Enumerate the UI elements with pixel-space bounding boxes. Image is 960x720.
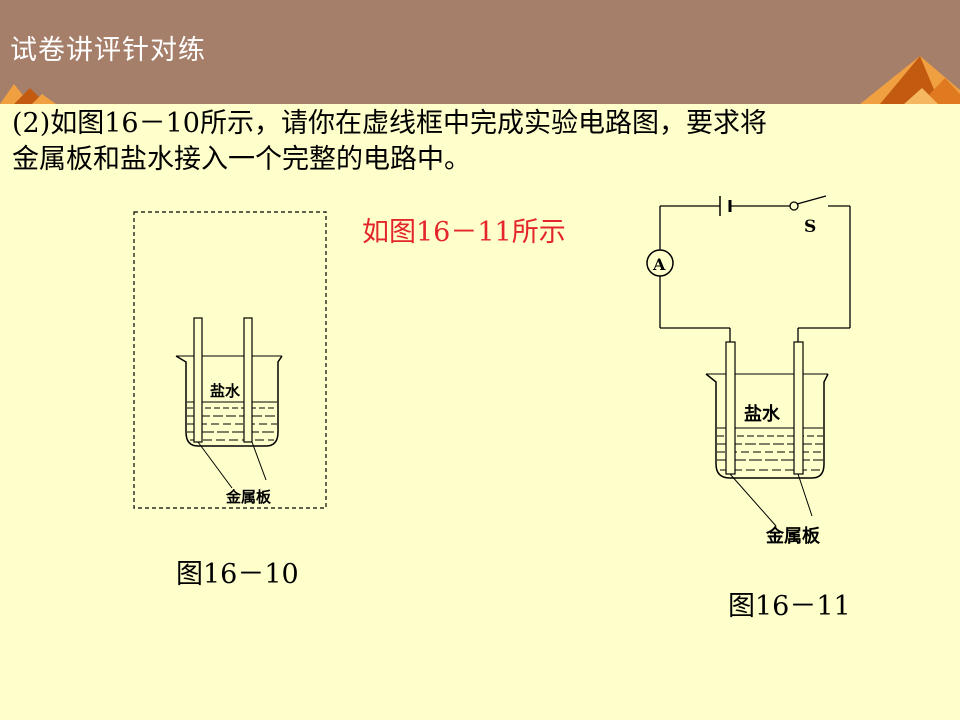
- leader-line-right-2: [797, 473, 813, 517]
- metal-plate-label-left: 金属板: [225, 488, 272, 506]
- decor-triangle-left-3: [32, 94, 56, 104]
- slide-title: 试卷讲评针对练: [10, 35, 206, 66]
- salt-water-label-left: 盐水: [210, 382, 241, 400]
- ammeter-label: A: [652, 255, 666, 274]
- figure-16-10: 盐水 金属板: [133, 211, 327, 509]
- answer-text: 如图16－11所示: [362, 217, 566, 248]
- leader-line-left-1: [197, 441, 233, 489]
- salt-water-label-right: 盐水: [744, 403, 781, 425]
- decor-triangle-right-4: [904, 88, 938, 104]
- switch-label: S: [804, 217, 816, 237]
- question-line-1: (2)如图16－10所示，请你在虚线框中完成实验电路图，要求将: [12, 108, 767, 139]
- question-text: (2)如图16－10所示，请你在虚线框中完成实验电路图，要求将 金属板和盐水接入…: [12, 106, 932, 178]
- header-bar: [0, 0, 960, 104]
- beaker-right: [705, 373, 829, 479]
- header-decoration: [0, 56, 960, 104]
- switch-pivot: [789, 201, 799, 211]
- figure-caption-16-10: 图16－10: [176, 559, 299, 590]
- metal-plate-right-2: [793, 341, 804, 475]
- metal-plate-right-1: [725, 341, 736, 475]
- leader-line-right-1: [729, 473, 777, 527]
- figure-16-11: S A 盐水 金属板: [646, 195, 851, 547]
- switch-blade: [796, 195, 827, 205]
- leader-line-left-2: [251, 441, 267, 481]
- circuit-wires: [659, 205, 851, 342]
- question-line-2: 金属板和盐水接入一个完整的电路中。: [12, 144, 471, 175]
- dashed-frame: [133, 211, 327, 509]
- figure-caption-16-11: 图16－11: [728, 591, 851, 622]
- metal-plate-left-2: [243, 317, 253, 443]
- ammeter: [646, 249, 674, 277]
- beaker-left: [175, 355, 283, 447]
- metal-plate-label-right: 金属板: [765, 525, 821, 547]
- metal-plate-left-1: [193, 317, 203, 443]
